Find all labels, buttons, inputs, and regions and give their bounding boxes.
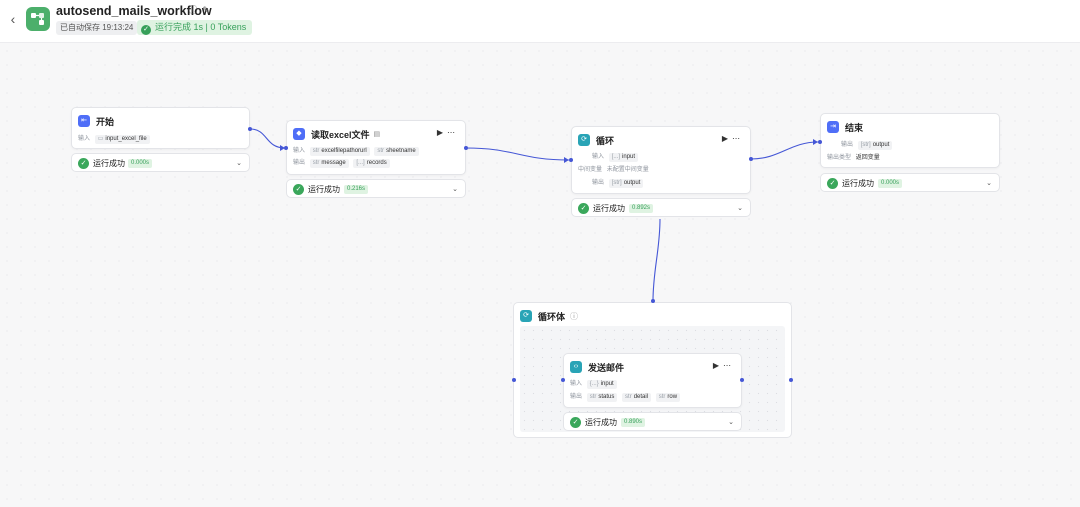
time-badge: 0.892s (629, 204, 654, 213)
output-type-row: 输出类型 返回变量 (827, 155, 880, 161)
node-title: 开始 (96, 116, 115, 127)
autosave-badge: 已自动保存 19:13:24 (56, 21, 138, 35)
check-icon: ✓ (570, 417, 581, 428)
time-badge: 0.000s (878, 179, 903, 188)
run-status-badge[interactable]: ✓运行完成 1s | 0 Tokens (137, 20, 253, 35)
status-bar[interactable]: ✓ 运行成功 0.890s ⌄ (563, 412, 742, 431)
input-port[interactable] (569, 158, 573, 162)
node-title: 读取excel文件 (311, 129, 370, 140)
time-badge: 0.000s (128, 159, 153, 168)
time-badge: 0.216s (344, 185, 369, 194)
input-port[interactable] (284, 146, 288, 150)
input-port[interactable] (651, 299, 655, 303)
check-icon: ✓ (827, 178, 838, 189)
input-port[interactable] (561, 378, 565, 382)
middle-variable-row: 中间变量 未配置中间变量 (578, 167, 649, 173)
start-icon: ⇤ (78, 115, 90, 127)
doc-icon: ▤ (373, 131, 381, 138)
status-bar[interactable]: ✓ 运行成功 0.892s ⌄ (571, 198, 751, 217)
end-icon: ⇥ (827, 121, 839, 133)
chevron-down-icon[interactable]: ⌄ (728, 419, 734, 426)
status-bar[interactable]: ✓ 运行成功 0.000s ⌄ (820, 173, 1000, 192)
variable-tag: {...}input (586, 380, 617, 389)
input-row: 输入 [...]input (592, 153, 641, 162)
more-icon[interactable]: ⋯ (732, 134, 744, 143)
output-row: 输出 [str]output (841, 141, 895, 150)
workflow-header: ‹ autosend_mails_workflow ⓘ ✎ 已自动保存 19:1… (0, 0, 1080, 43)
more-icon[interactable]: ⋯ (723, 361, 735, 370)
file-icon: ▭ (97, 136, 104, 142)
input-row: 输入 ▭input_excel_file (78, 135, 153, 144)
input-row: 输入 {...}input (570, 380, 620, 389)
node-loop[interactable]: ⟳ 循环 ▶⋯ 输入 [...]input 中间变量 未配置中间变量 输出 [s… (571, 126, 751, 194)
time-badge: 0.890s (621, 418, 646, 427)
node-title: 发送邮件 (588, 362, 625, 373)
node-title: 结束 (845, 122, 864, 133)
check-icon: ✓ (78, 158, 89, 169)
output-row: 输出 [str]output (592, 179, 646, 188)
status-bar[interactable]: ✓ 运行成功 0.000s ⌄ (71, 153, 250, 172)
output-port[interactable] (464, 146, 468, 150)
back-button[interactable]: ‹ (10, 11, 16, 27)
check-icon: ✓ (293, 184, 304, 195)
status-bar[interactable]: ✓ 运行成功 0.216s ⌄ (286, 179, 466, 198)
output-port[interactable] (248, 127, 252, 131)
workflow-title[interactable]: autosend_mails_workflow (56, 4, 212, 18)
chevron-down-icon[interactable]: ⌄ (986, 180, 992, 187)
variable-tag: [str]output (857, 141, 893, 150)
node-end[interactable]: ⇥ 结束 输出 [str]output 输出类型 返回变量 (820, 113, 1000, 168)
chevron-down-icon[interactable]: ⌄ (452, 186, 458, 193)
run-icon[interactable]: ▶ (712, 361, 723, 370)
info-icon[interactable]: ⓘ (188, 5, 198, 15)
chevron-down-icon[interactable]: ⌄ (236, 160, 242, 167)
run-icon[interactable]: ▶ (721, 134, 732, 143)
loop-start-port[interactable] (512, 378, 516, 382)
node-start[interactable]: ⇤ 开始 输入 ▭input_excel_file (71, 107, 250, 149)
run-icon[interactable]: ▶ (436, 128, 447, 137)
code-icon: ‹› (570, 361, 582, 373)
variable-tag: [str]output (608, 179, 644, 188)
variable-tag: [...]records (353, 159, 390, 168)
edit-icon[interactable]: ✎ (202, 5, 210, 15)
node-title: 循环 (596, 135, 615, 146)
loop-icon: ⟳ (520, 310, 532, 322)
check-icon: ✓ (141, 25, 151, 35)
input-port[interactable] (818, 140, 822, 144)
loop-end-port[interactable] (789, 378, 793, 382)
variable-tag: [...]input (608, 153, 639, 162)
chevron-down-icon[interactable]: ⌄ (737, 205, 743, 212)
variable-tag: ▭input_excel_file (94, 135, 150, 144)
more-icon[interactable]: ⋯ (447, 128, 459, 137)
plugin-icon: ◆ (293, 128, 305, 140)
check-icon: ✓ (578, 203, 589, 214)
node-title: 循环体 (538, 311, 566, 322)
workflow-app-icon (26, 7, 50, 31)
info-icon[interactable]: ⓘ (570, 311, 579, 321)
output-port[interactable] (740, 378, 744, 382)
loop-icon: ⟳ (578, 134, 590, 146)
output-port[interactable] (749, 157, 753, 161)
